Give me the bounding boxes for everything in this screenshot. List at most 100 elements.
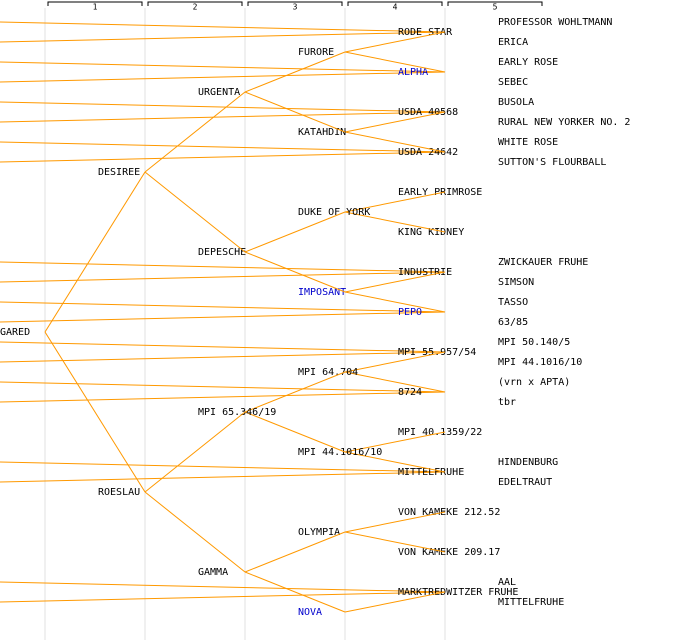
pedigree-node-tasso: TASSO <box>498 297 528 308</box>
pedigree-node-63-85: 63/85 <box>498 317 528 328</box>
pedigree-node-rode-star: RODE STAR <box>398 27 453 38</box>
pedigree-node-von-kameke-209-17: VON KAMEKE 209.17 <box>398 547 500 558</box>
pedigree-node-busola: BUSOLA <box>498 97 534 108</box>
pedigree-link <box>344 591 446 613</box>
generation-header-bracket <box>247 1 343 6</box>
pedigree-node-furore: FURORE <box>298 47 334 58</box>
pedigree-node-katahdin: KATAHDIN <box>298 127 346 138</box>
pedigree-link <box>144 91 246 173</box>
pedigree-node-usda-40568: USDA 40568 <box>398 107 458 118</box>
pedigree-node-mpi-65-346-19: MPI 65.346/19 <box>198 407 276 418</box>
pedigree-link <box>344 131 446 153</box>
pedigree-node-vrn-x-apta: (vrn x APTA) <box>498 377 570 388</box>
pedigree-link <box>344 511 446 533</box>
pedigree-link <box>0 341 446 353</box>
pedigree-link <box>0 111 446 123</box>
pedigree-node-roeslau: ROESLAU <box>98 487 140 498</box>
pedigree-node-king-kidney: KING KIDNEY <box>398 227 464 238</box>
pedigree-link <box>0 311 446 323</box>
generation-number: 5 <box>493 3 498 12</box>
pedigree-link <box>0 351 446 363</box>
pedigree-link <box>344 51 446 73</box>
pedigree-link <box>0 101 446 113</box>
pedigree-link <box>0 71 446 83</box>
generation-number: 1 <box>93 3 98 12</box>
pedigree-node-early-rose: EARLY ROSE <box>498 57 558 68</box>
pedigree-link <box>144 171 246 253</box>
pedigree-node-edeltraut: EDELTRAUT <box>498 477 552 488</box>
pedigree-link <box>0 61 446 73</box>
pedigree-node-nova: NOVA <box>298 607 322 618</box>
pedigree-node-zwickauer-fruhe: ZWICKAUER FRUHE <box>498 257 588 268</box>
pedigree-link <box>244 211 346 253</box>
pedigree-node-urgenta: URGENTA <box>198 87 240 98</box>
pedigree-node-aal: AAL <box>498 577 516 588</box>
pedigree-node-8724: 8724 <box>398 387 422 398</box>
generation-number: 3 <box>293 3 298 12</box>
pedigree-node-sutton-s-flourball: SUTTON'S FLOURBALL <box>498 157 606 168</box>
generation-header-bracket <box>447 1 543 6</box>
pedigree-node-mpi-55-957-54: MPI 55.957/54 <box>398 347 476 358</box>
pedigree-node-imposant: IMPOSANT <box>298 287 346 298</box>
pedigree-link <box>0 581 446 593</box>
pedigree-node-mittelfruhe: MITTELFRUHE <box>498 597 564 608</box>
generation-header-bracket <box>47 1 143 6</box>
pedigree-link <box>0 271 446 283</box>
pedigree-link <box>344 211 446 233</box>
pedigree-node-desiree: DESIREE <box>98 167 140 178</box>
pedigree-node-duke-of-york: DUKE OF YORK <box>298 207 370 218</box>
pedigree-link <box>144 491 246 573</box>
pedigree-link <box>0 141 446 153</box>
pedigree-node-mpi-64-704: MPI 64.704 <box>298 367 358 378</box>
pedigree-link <box>0 381 446 393</box>
pedigree-link <box>344 351 446 373</box>
pedigree-link <box>244 371 346 413</box>
pedigree-link <box>44 171 146 333</box>
pedigree-node-mpi-44-1016-10: MPI 44.1016/10 <box>298 447 382 458</box>
pedigree-link <box>0 151 446 163</box>
generation-header-bracket <box>347 1 443 6</box>
pedigree-node-mpi-44-1016-10: MPI 44.1016/10 <box>498 357 582 368</box>
pedigree-node-erica: ERICA <box>498 37 528 48</box>
pedigree-link <box>344 371 446 393</box>
pedigree-link <box>0 21 446 33</box>
pedigree-link <box>344 291 446 313</box>
pedigree-link <box>344 531 446 553</box>
generation-header-bracket <box>147 1 243 6</box>
pedigree-node-professor-wohltmann: PROFESSOR WOHLTMANN <box>498 17 612 28</box>
pedigree-link <box>344 451 446 473</box>
pedigree-link <box>0 471 446 483</box>
generation-number: 4 <box>393 3 398 12</box>
pedigree-node-gared: GARED <box>0 327 30 338</box>
pedigree-node-industrie: INDUSTRIE <box>398 267 452 278</box>
pedigree-node-pepo: PEPO <box>398 307 422 318</box>
pedigree-node-von-kameke-212-52: VON KAMEKE 212.52 <box>398 507 500 518</box>
pedigree-node-alpha: ALPHA <box>398 67 428 78</box>
pedigree-node-simson: SIMSON <box>498 277 534 288</box>
pedigree-link <box>244 91 346 133</box>
pedigree-link <box>44 331 146 493</box>
pedigree-node-usda-24642: USDA 24642 <box>398 147 458 158</box>
pedigree-link <box>244 251 346 293</box>
pedigree-link <box>0 391 446 403</box>
pedigree-link <box>244 51 346 93</box>
pedigree-node-gamma: GAMMA <box>198 567 228 578</box>
pedigree-link <box>244 571 346 613</box>
pedigree-node-tbr: tbr <box>498 397 516 408</box>
pedigree-node-hindenburg: HINDENBURG <box>498 457 558 468</box>
pedigree-node-sebec: SEBEC <box>498 77 528 88</box>
pedigree-node-rural-new-yorker-no-2: RURAL NEW YORKER NO. 2 <box>498 117 630 128</box>
pedigree-node-mittelfruhe: MITTELFRUHE <box>398 467 464 478</box>
pedigree-node-olympia: OLYMPIA <box>298 527 340 538</box>
pedigree-link <box>144 411 246 493</box>
pedigree-link <box>244 531 346 573</box>
pedigree-node-mpi-50-140-5: MPI 50.140/5 <box>498 337 570 348</box>
pedigree-link <box>344 31 446 53</box>
pedigree-node-marktredwitzer-fruhe: MARKTREDWITZER FRUHE <box>398 587 518 598</box>
pedigree-link <box>344 111 446 133</box>
pedigree-node-white-rose: WHITE ROSE <box>498 137 558 148</box>
pedigree-link <box>344 431 446 453</box>
pedigree-link <box>344 191 446 213</box>
pedigree-node-depesche: DEPESCHE <box>198 247 246 258</box>
